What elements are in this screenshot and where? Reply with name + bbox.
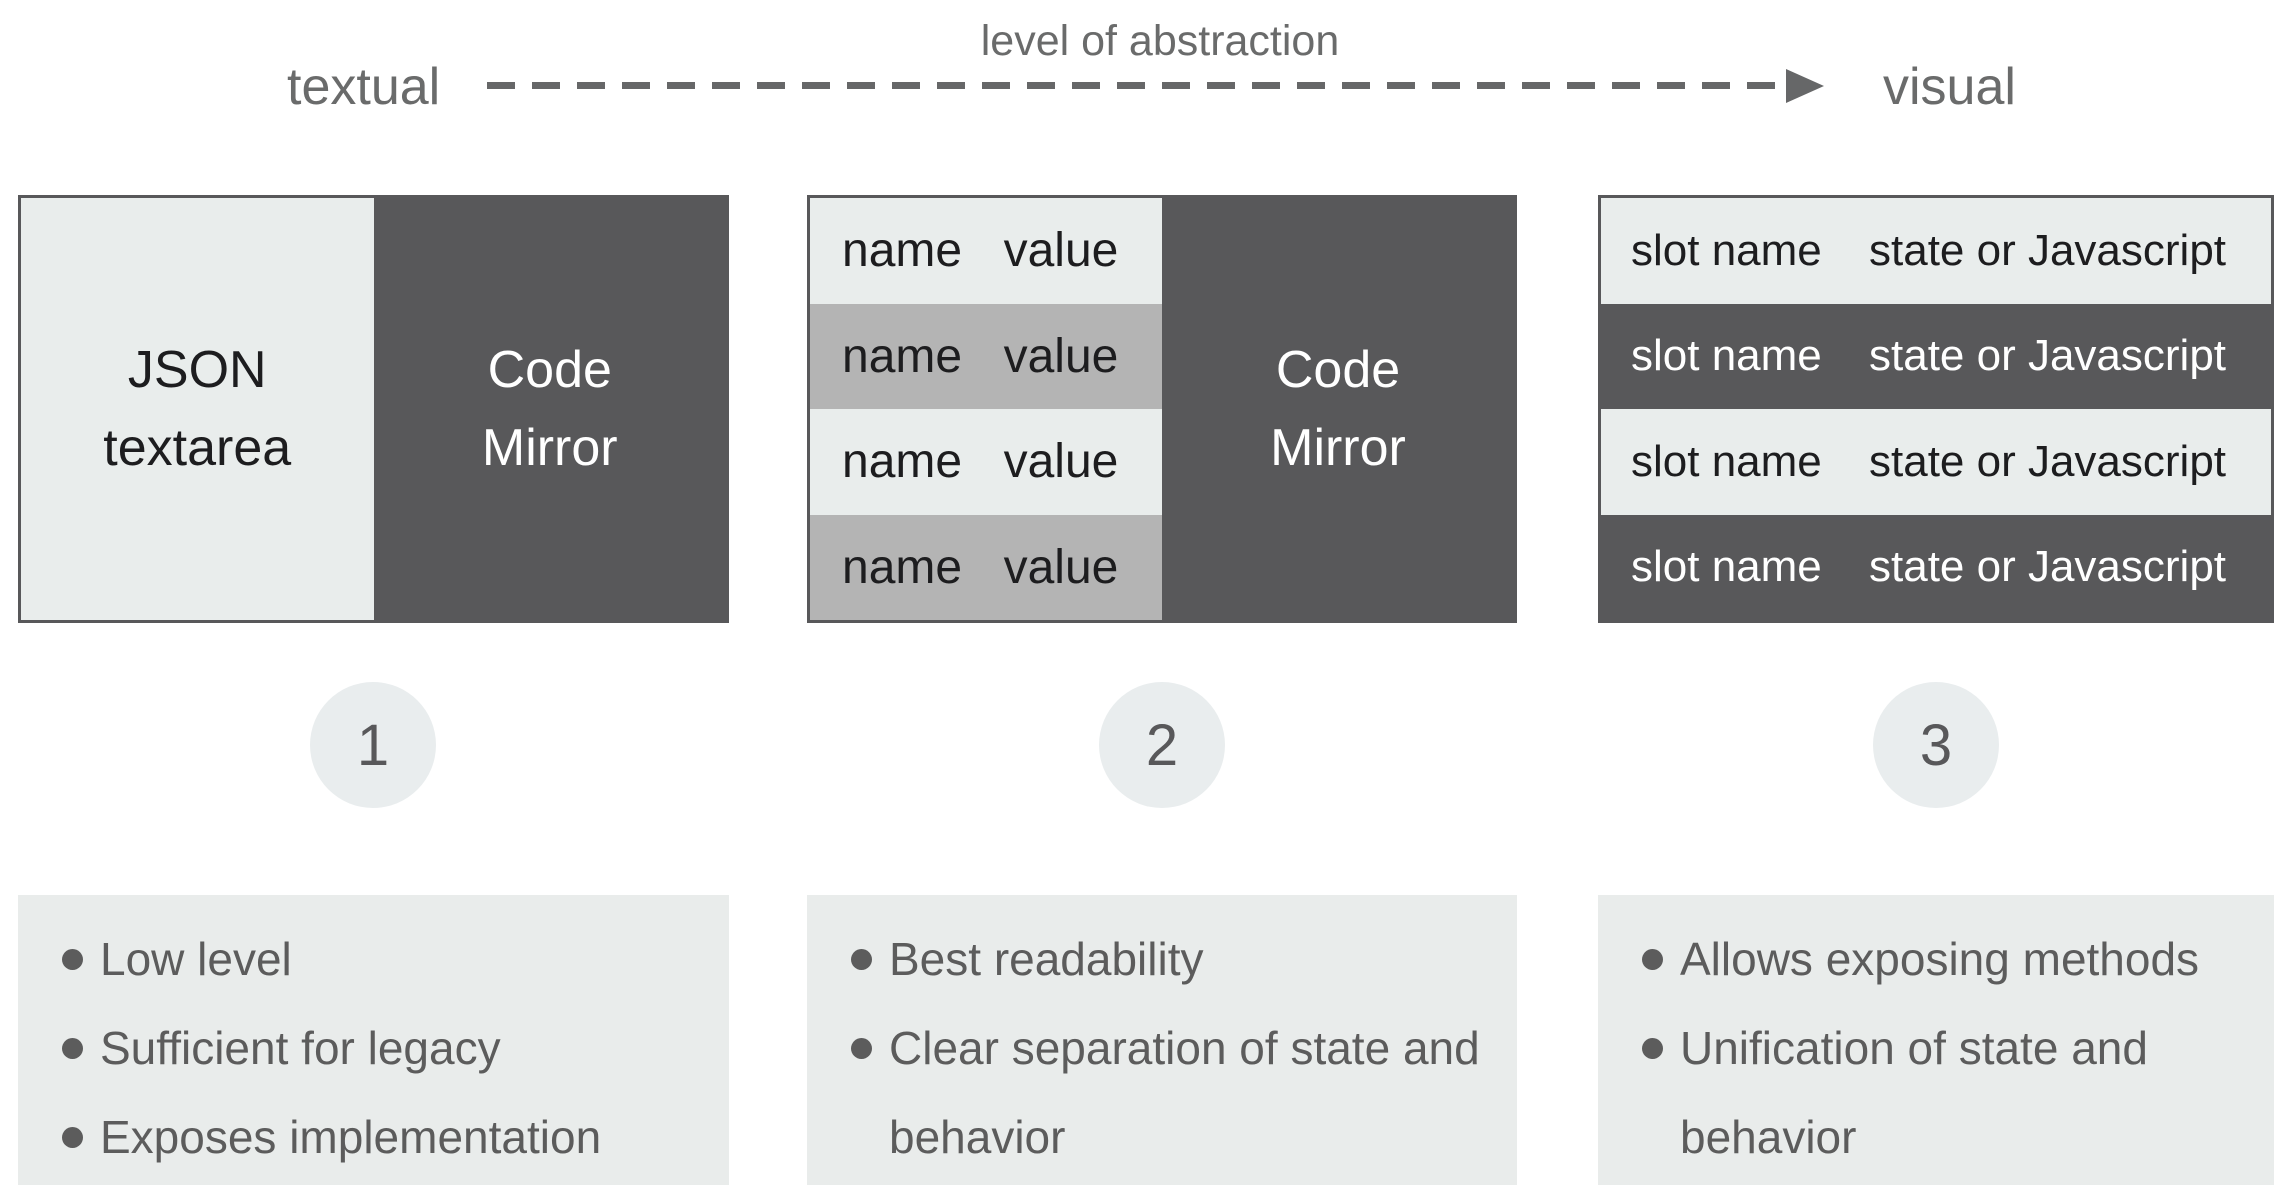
name-cell: name [842, 224, 963, 278]
stage3-diagram slot-table: slot name state or Javascript slot name sta… [1598, 195, 2274, 623]
list-item: Sufficient for legacy [62, 1004, 705, 1093]
stage-number-badge: 1 [310, 682, 436, 808]
slot-name-cell: slot name [1631, 542, 1822, 592]
stage2-diagram: name value name value name value name value Cod… [807, 195, 1517, 623]
list-item: Allows exposing methods [1642, 915, 2250, 1004]
slot-name-cell: slot name [1631, 225, 1822, 275]
list-item: Best readability [851, 915, 1493, 1004]
slot-value-cell: state or Javascript [1869, 436, 2227, 486]
bullet-icon [1642, 949, 1663, 970]
slot-value-cell: state or Javascript [1869, 225, 2227, 275]
list-item-label: Clear separation of state and behavior [889, 1022, 1480, 1163]
table-row: name value [810, 409, 1162, 515]
table-row: name value [810, 514, 1162, 620]
name-cell: name [842, 540, 963, 594]
bullet-icon [62, 1038, 83, 1059]
table-row: slot name state or Javascript [1601, 303, 2271, 409]
bullet-icon [1642, 1038, 1663, 1059]
table-row: name value [810, 198, 1162, 304]
table-row: name value [810, 303, 1162, 409]
list-item: Clear separation of state and behavior [851, 1004, 1493, 1182]
list-item: Exposes implementation [62, 1093, 705, 1182]
table-row: slot name state or Javascript [1601, 409, 2271, 515]
slot-value-cell: state or Javascript [1869, 542, 2227, 592]
bullet-icon [62, 1127, 83, 1148]
list-item: Unification of state and behavior [1642, 1004, 2250, 1182]
list-item: Low level [62, 915, 705, 1004]
slot-value-cell: state or Javascript [1869, 331, 2227, 381]
name-cell: name [842, 329, 963, 383]
list-item-label: Unification of state and behavior [1680, 1022, 2148, 1163]
stage-number-badge: 3 [1873, 682, 1999, 808]
list-item-label: Exposes implementation [100, 1111, 602, 1163]
bullet-icon [851, 949, 872, 970]
list-item-label: Low level [100, 933, 292, 985]
bullet-icon [851, 1038, 872, 1059]
textual-label: textual [287, 58, 441, 116]
slot-name-cell: slot name [1631, 331, 1822, 381]
dashed-arrow-line [487, 82, 1787, 89]
list-item-label: Allows exposing methods [1680, 933, 2200, 985]
table-row: slot name state or Javascript [1601, 198, 2271, 304]
bullet-icon [62, 949, 83, 970]
list-item-label: Best readability [889, 933, 1204, 985]
abstraction-axis-title: level of abstraction [980, 17, 1340, 65]
name-cell: name [842, 435, 963, 489]
value-cell: value [1003, 540, 1119, 594]
value-cell: value [1003, 435, 1119, 489]
name-value-table: name value name value name value name value [810, 198, 1162, 620]
slot-name-cell: slot name [1631, 436, 1822, 486]
list-item-label: Sufficient for legacy [100, 1022, 501, 1074]
stage-number-badge: 2 [1099, 682, 1225, 808]
arrow-head-icon [1786, 69, 1824, 103]
value-cell: value [1003, 224, 1119, 278]
table-row: slot name state or Javascript [1601, 514, 2271, 620]
value-cell: value [1003, 329, 1119, 383]
visual-label: visual [1883, 58, 2016, 116]
